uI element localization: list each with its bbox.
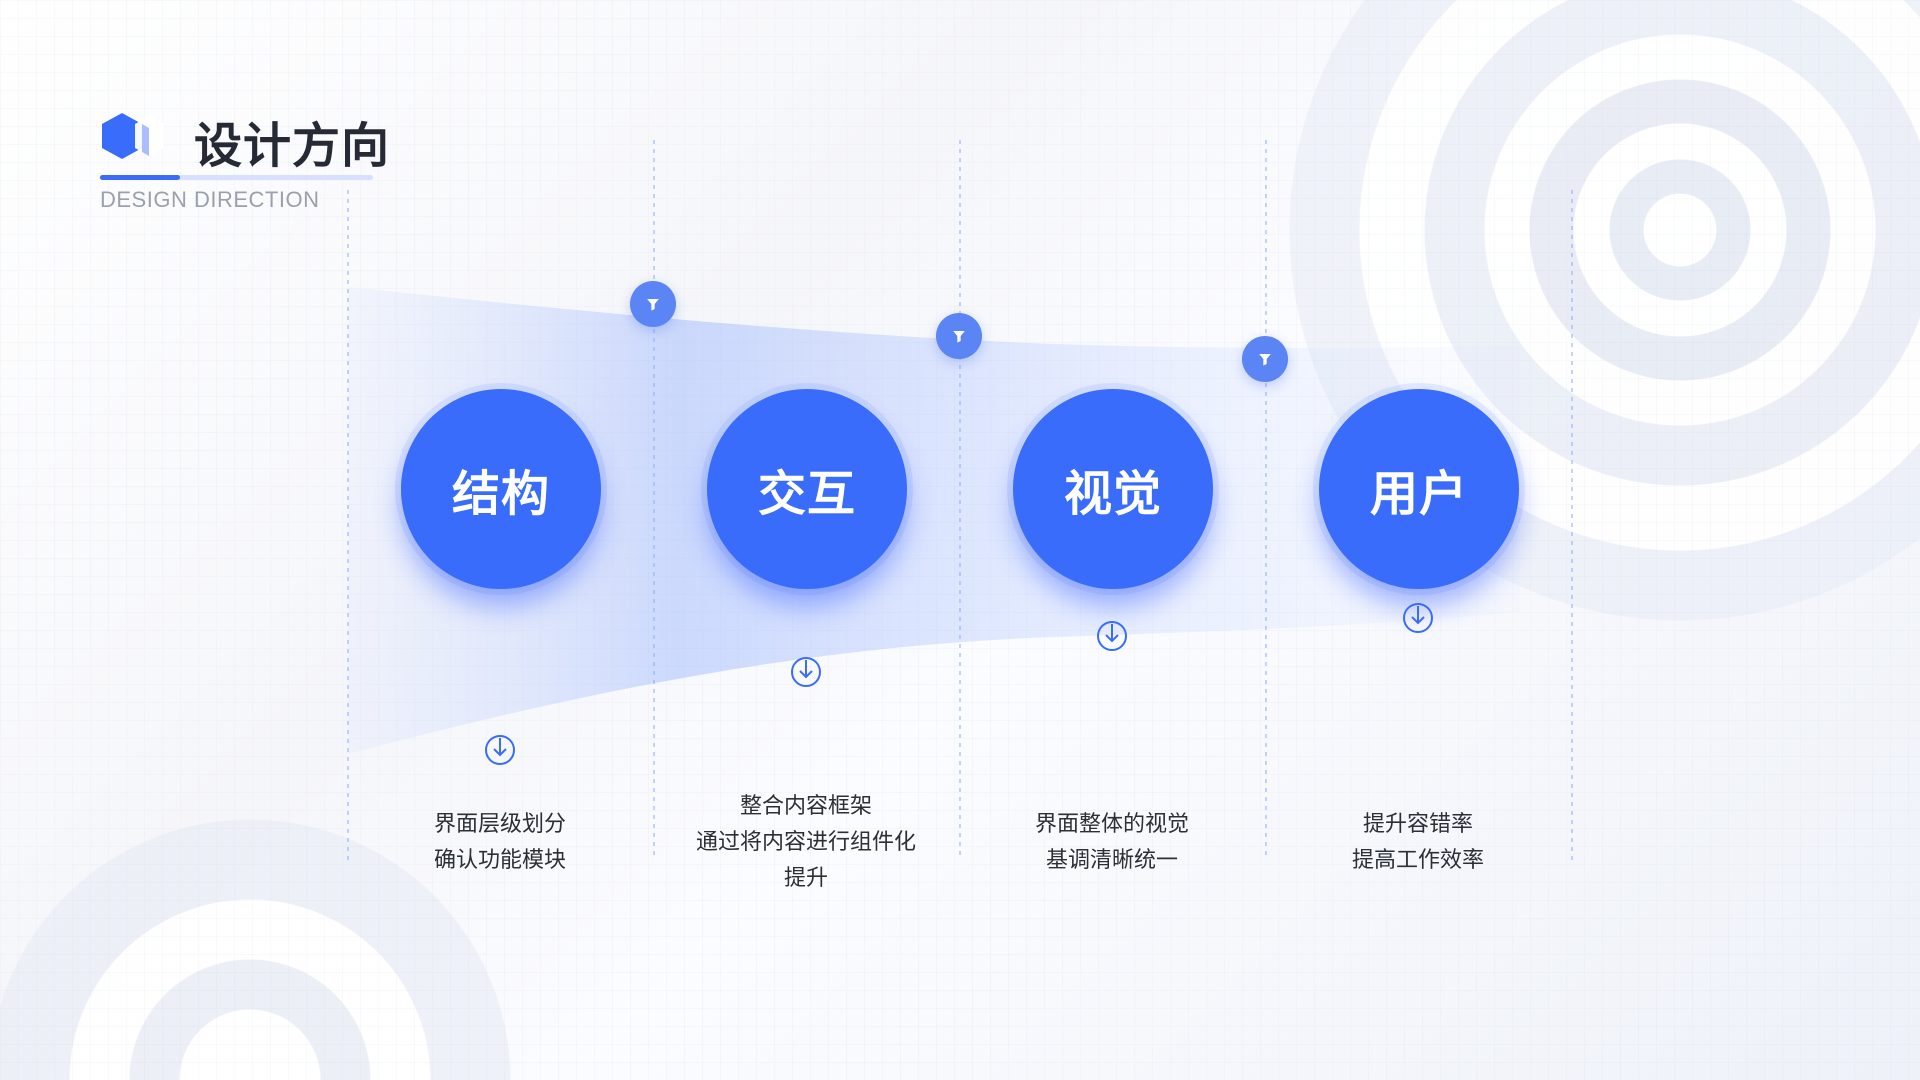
description-line: 整合内容框架 (739, 794, 872, 819)
download-icon (1403, 603, 1433, 633)
description-line: 基调清晰统一 (1045, 848, 1178, 873)
direction-column-visual: 视觉 界面整体的视觉 基调清晰统一 (982, 340, 1242, 1040)
interaction-description: 整合内容框架 通过将内容进行组件化 提升 (676, 789, 936, 897)
description-line: 界面层级划分 (433, 812, 566, 837)
download-icon (1097, 621, 1127, 651)
visual-description: 界面整体的视觉 基调清晰统一 (982, 807, 1242, 879)
filter-icon (936, 313, 982, 359)
structure-description: 界面层级划分 确认功能模块 (370, 807, 630, 879)
title-underline (100, 175, 373, 180)
description-line: 通过将内容进行组件化 (695, 830, 916, 855)
page-title: 设计方向 (194, 118, 391, 174)
download-icon (791, 657, 821, 687)
description-line: 提高工作效率 (1351, 848, 1484, 873)
user-description: 提升容错率 提高工作效率 (1288, 807, 1548, 879)
page-subtitle: DESIGN DIRECTION (100, 187, 320, 212)
funnel-band (348, 287, 1520, 754)
direction-column-structure: 结构 界面层级划分 确认功能模块 (370, 340, 630, 1040)
description-line: 界面整体的视觉 (1034, 812, 1189, 837)
hexagon-logo-icon (102, 113, 163, 159)
description-line: 确认功能模块 (433, 848, 566, 873)
description-line: 提升 (783, 866, 828, 891)
structure-node: 结构 (401, 389, 601, 589)
filter-icon (1242, 336, 1288, 382)
visual-node: 视觉 (1013, 389, 1213, 589)
filter-icon (630, 281, 676, 327)
description-line: 提升容错率 (1362, 812, 1473, 837)
direction-column-interaction: 交互 整合内容框架 通过将内容进行组件化 提升 (676, 340, 936, 1040)
direction-column-user: 用户 提升容错率 提高工作效率 (1288, 340, 1548, 1040)
download-icon (485, 735, 515, 765)
interaction-node: 交互 (707, 389, 907, 589)
user-node: 用户 (1319, 389, 1519, 589)
